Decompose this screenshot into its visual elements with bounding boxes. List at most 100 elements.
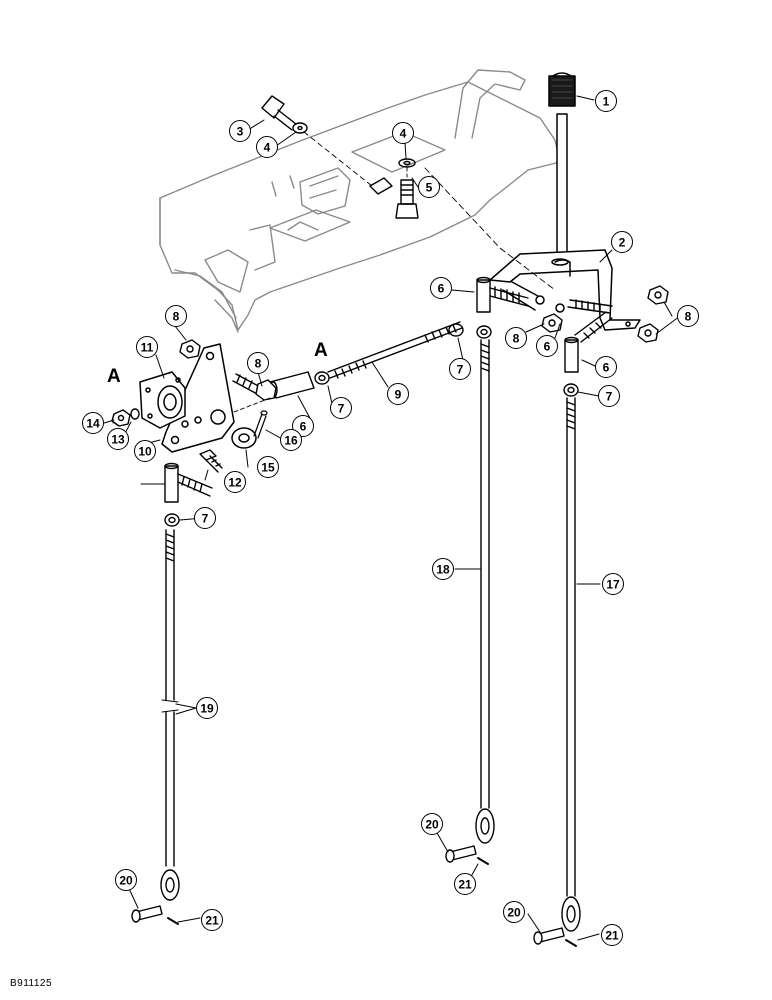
svg-text:20: 20 (119, 874, 133, 888)
svg-text:20: 20 (507, 906, 521, 920)
drawing (103, 69, 681, 947)
callout-8-left-mid: 8 (247, 352, 269, 374)
callout-10: 10 (134, 440, 156, 462)
svg-text:10: 10 (138, 445, 152, 459)
svg-text:7: 7 (338, 402, 345, 416)
bolt-12 (199, 449, 223, 473)
callout-13: 13 (107, 428, 129, 450)
bearing-housing (139, 371, 186, 429)
svg-text:8: 8 (685, 310, 692, 324)
section-mark-a-left: A (107, 366, 121, 387)
nut-7-group (164, 323, 579, 527)
callout-9: 9 (387, 383, 409, 405)
svg-text:21: 21 (458, 878, 472, 892)
callout-20-left: 20 (115, 869, 137, 891)
callout-6-upper-right: 6 (430, 277, 452, 299)
lever-bracket (489, 249, 641, 331)
bolt-right-lower (574, 311, 613, 343)
pin-6-upper-right (476, 276, 529, 313)
cotter-pin-16 (253, 410, 268, 439)
callouts: 1 2 3 4 4 5 6 6 6 6 7 7 7 7 8 8 8 8 9 10… (82, 90, 699, 946)
callout-8-right-mid: 8 (505, 327, 527, 349)
svg-text:19: 19 (200, 702, 214, 716)
svg-text:9: 9 (395, 388, 402, 402)
svg-text:8: 8 (173, 310, 180, 324)
callout-21-left: 21 (201, 909, 223, 931)
svg-text:6: 6 (438, 282, 445, 296)
callout-7-right: 7 (598, 385, 620, 407)
callout-19: 19 (196, 697, 218, 719)
callout-16: 16 (280, 429, 302, 451)
callout-6-right-mid: 6 (536, 335, 558, 357)
pin-6-left (164, 462, 213, 503)
svg-text:4: 4 (400, 127, 407, 141)
nut-8-left (179, 339, 201, 359)
bolt-right-mid (567, 299, 613, 314)
pin-6-lower-right (564, 336, 579, 373)
callout-8-left-top: 8 (165, 305, 187, 327)
svg-text:8: 8 (255, 357, 262, 371)
svg-text:6: 6 (544, 340, 551, 354)
callout-14: 14 (82, 412, 104, 434)
svg-text:14: 14 (86, 417, 100, 431)
leader-lines (103, 95, 681, 941)
callout-6-mid: 6 (292, 415, 314, 437)
callout-20-right: 20 (503, 901, 525, 923)
svg-text:7: 7 (606, 390, 613, 404)
svg-text:11: 11 (141, 341, 154, 355)
callout-2: 2 (611, 231, 633, 253)
callout-12: 12 (224, 471, 246, 493)
bolt-3 (261, 95, 373, 187)
svg-text:12: 12 (228, 476, 242, 490)
svg-text:1: 1 (603, 95, 610, 109)
callout-20-mid: 20 (421, 813, 443, 835)
callout-21-mid: 21 (454, 873, 476, 895)
nut-14 (111, 408, 140, 427)
svg-text:20: 20 (425, 818, 439, 832)
washer-15 (231, 427, 257, 449)
svg-text:4: 4 (264, 141, 271, 155)
callout-7-left: 7 (194, 507, 216, 529)
rod-19 (160, 529, 180, 901)
rod-9 (327, 321, 463, 379)
callout-7-mid: 7 (330, 397, 352, 419)
svg-text:7: 7 (202, 512, 209, 526)
pin-6-mid (268, 371, 315, 399)
callout-3: 3 (229, 120, 251, 142)
callout-7-upper: 7 (449, 358, 471, 380)
stud-5 (369, 158, 556, 291)
svg-text:15: 15 (261, 461, 275, 475)
callout-4-top: 4 (392, 122, 414, 144)
rod-17 (561, 397, 581, 932)
svg-text:3: 3 (237, 125, 244, 139)
callout-8-right: 8 (677, 305, 699, 327)
callout-5: 5 (418, 176, 440, 198)
svg-text:5: 5 (426, 181, 433, 195)
svg-text:16: 16 (284, 434, 298, 448)
callout-11: 11 (136, 336, 158, 358)
svg-text:8: 8 (513, 332, 520, 346)
svg-text:17: 17 (606, 578, 620, 592)
clevis-pin-left (131, 905, 179, 925)
svg-text:13: 13 (111, 433, 125, 447)
callout-6-right-low: 6 (595, 356, 617, 378)
svg-text:7: 7 (457, 363, 464, 377)
bolt-8-left (232, 373, 277, 401)
bellcrank-plate (161, 343, 271, 453)
callout-18: 18 (432, 558, 454, 580)
nut-8-right (541, 285, 669, 343)
callout-1: 1 (595, 90, 617, 112)
svg-text:18: 18 (436, 563, 450, 577)
clevis-pin-right (533, 927, 577, 947)
floor-plate (159, 69, 561, 333)
svg-text:6: 6 (300, 420, 307, 434)
shift-knob (548, 72, 576, 267)
callout-4-left: 4 (256, 136, 278, 158)
svg-text:6: 6 (603, 361, 610, 375)
rod-18 (475, 339, 495, 844)
clevis-pin-mid (445, 845, 489, 865)
callout-15: 15 (257, 456, 279, 478)
section-mark-a-center: A (314, 340, 328, 361)
figure-id: B911125 (10, 978, 53, 989)
